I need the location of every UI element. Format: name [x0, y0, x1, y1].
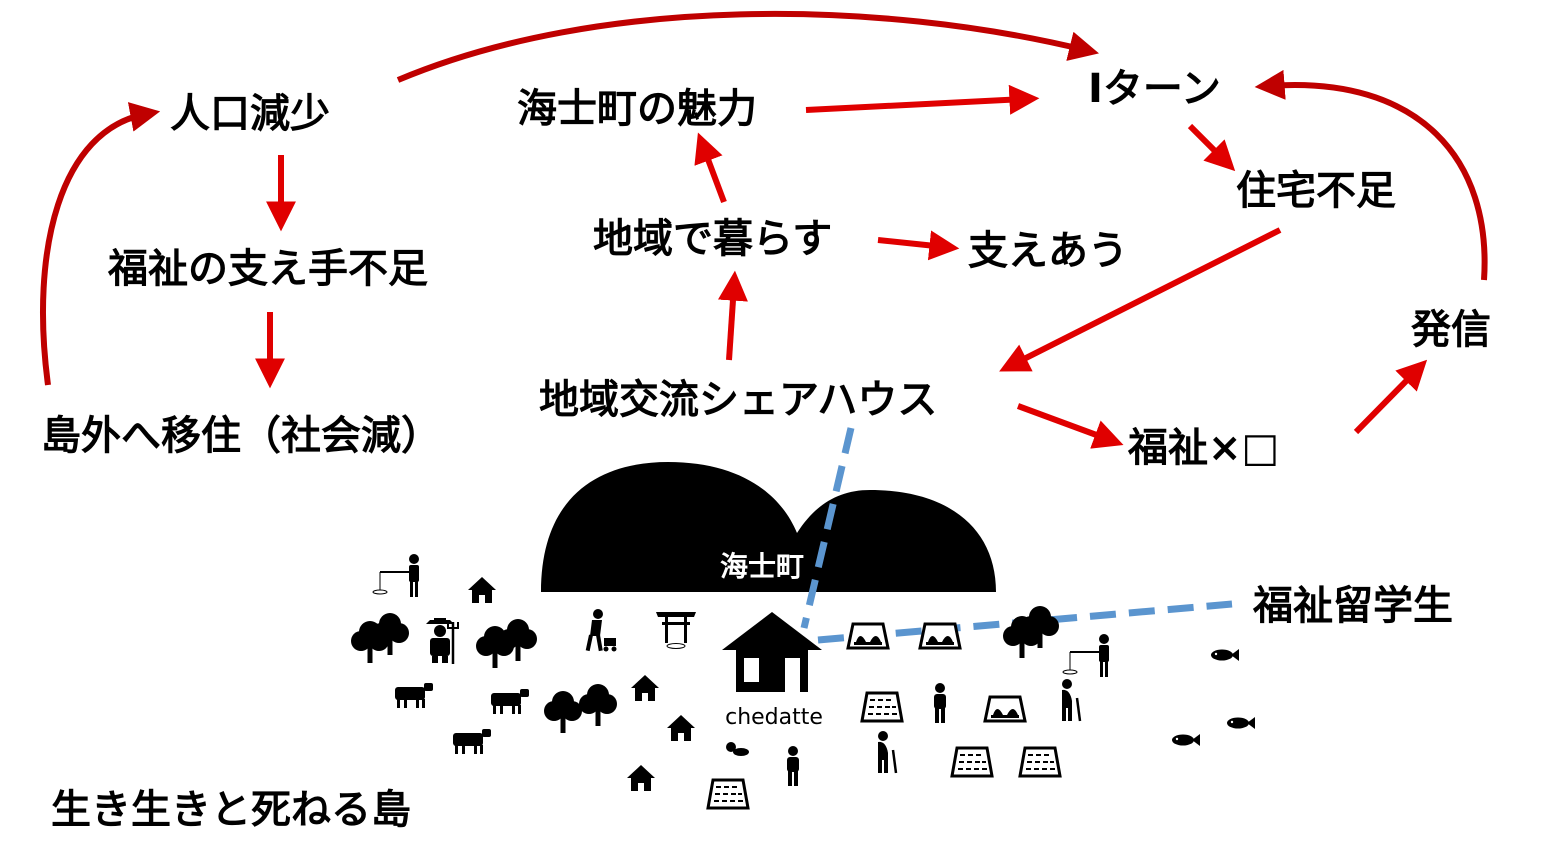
arrow-sharehouse-to-living [717, 270, 748, 361]
node-welfare-students: 福祉留学生 [1253, 583, 1453, 629]
arrow-housing-to-sharehouse [999, 227, 1282, 372]
connector-sharehouse-to-chedatte [800, 427, 855, 629]
arrow-living-to-charm [694, 132, 727, 204]
node-outmigration: 島外へ移住（社会減） [41, 413, 441, 459]
node-ama-charm: 海士町の魅力 [517, 86, 757, 132]
torii-gate-icon [656, 612, 696, 649]
arrow-iturn-to-housing [1187, 123, 1236, 172]
tagline: 生き生きと死ねる島 [51, 787, 411, 833]
mountain-label: 海士町 [720, 550, 804, 583]
mountain-silhouette [541, 462, 996, 592]
house-label: chedatte [725, 705, 823, 730]
worker-with-cart-icon [585, 609, 617, 652]
arrow-charm-to-iturn [805, 84, 1040, 115]
chedatte-house [722, 612, 822, 692]
node-welfare-shortage: 福祉の支え手不足 [108, 246, 428, 292]
arrow-sharehouse-to-welfarex [1016, 403, 1124, 449]
node-i-turn: Iターン [1088, 66, 1221, 112]
node-living-in-region: 地域で暮らす [593, 216, 833, 262]
arc-dissemination-to-iturn [1254, 69, 1488, 281]
arc-outmigration-to-decline [40, 102, 161, 386]
farmer-icon [426, 618, 459, 664]
node-welfare-x: 福祉×□ [1128, 425, 1280, 471]
arrow-living-to-support [877, 230, 960, 261]
node-share-house: 地域交流シェアハウス [539, 377, 938, 423]
node-dissemination: 発信 [1411, 307, 1491, 353]
arc-decline-to-iturn [396, 10, 1099, 83]
arrow-welfarex-to-dissemination [1353, 359, 1428, 435]
baby-icon [726, 742, 749, 756]
node-population-decline: 人口減少 [170, 91, 330, 137]
node-mutual-support: 支えあう [968, 228, 1128, 274]
node-housing-shortage: 住宅不足 [1236, 168, 1396, 214]
island-pictograms [351, 553, 1255, 810]
